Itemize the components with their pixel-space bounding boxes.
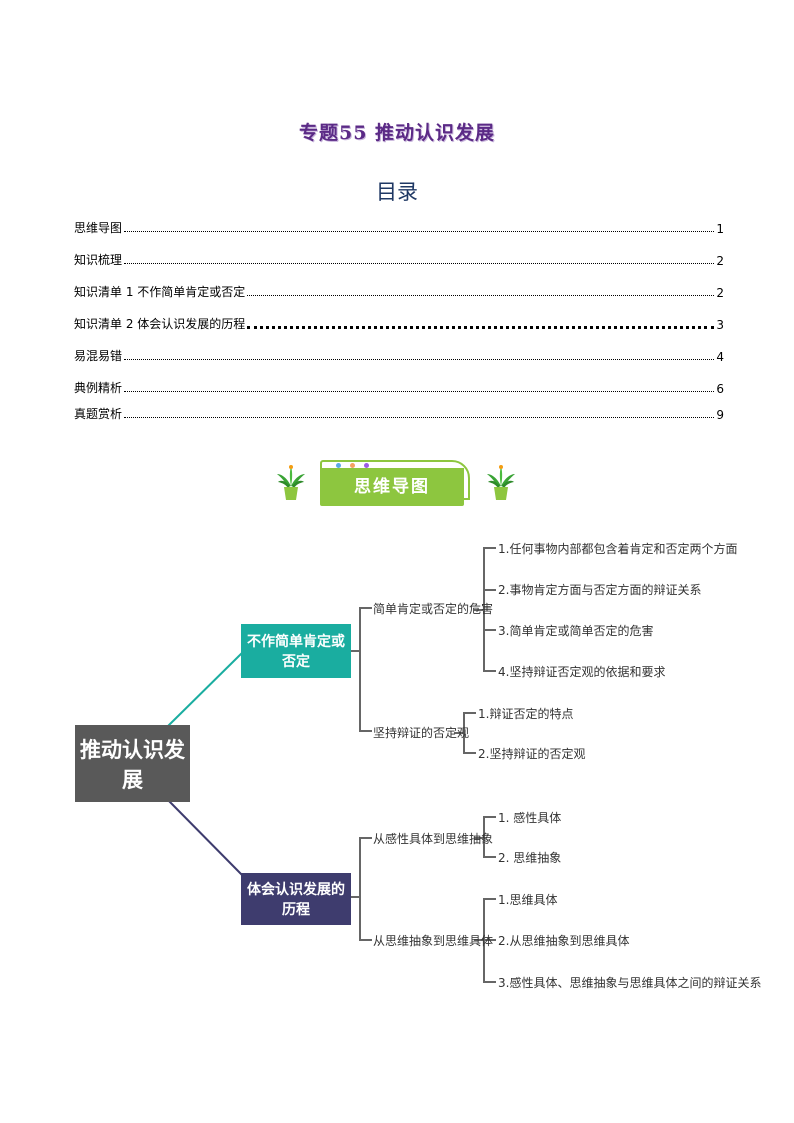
mindmap-branch-node: 不作简单肯定或否定: [241, 624, 351, 678]
root-label: 推动认识发展: [80, 737, 185, 792]
banner-dot: [336, 463, 341, 468]
subtopic-label: 简单肯定或否定的危害: [373, 602, 494, 616]
leaf-label: 2.坚持辩证的否定观: [478, 747, 586, 761]
toc-entry-label: 典例精析: [74, 381, 123, 395]
subtopic-label: 坚持辩证的否定观: [373, 726, 470, 740]
toc-entry[interactable]: 知识清单 1 不作简单肯定或否定 2: [74, 280, 724, 300]
toc-leader-dots: [247, 326, 715, 329]
toc-entry-page: 9: [716, 408, 724, 422]
toc-entry-label: 真题赏析: [74, 407, 123, 421]
subtopic-label: 从感性具体到思维抽象: [373, 832, 494, 846]
toc-leader-dots: [247, 295, 715, 296]
toc-entry-label: 易混易错: [74, 349, 123, 363]
leaf-label: 3.感性具体、思维抽象与思维具体之间的辩证关系: [498, 976, 762, 990]
toc-entry-page: 6: [716, 382, 724, 396]
banner-dot: [350, 463, 355, 468]
toc-entry-page: 2: [716, 286, 724, 300]
branch-label: 体会认识发展的历程: [247, 882, 345, 918]
toc-entry[interactable]: 知识清单 2 体会认识发展的历程 3: [74, 312, 724, 332]
leaf-label: 2. 思维抽象: [498, 851, 562, 865]
leaf-label: 2.从思维抽象到思维具体: [498, 934, 630, 948]
toc-entry-label: 知识清单 2 体会认识发展的历程: [74, 317, 246, 331]
plant-icon: [277, 465, 305, 500]
banner-label: 思维导图: [354, 477, 430, 497]
toc-entry-label: 知识清单 1 不作简单肯定或否定: [74, 285, 246, 299]
leaf-label: 1.辩证否定的特点: [478, 707, 574, 721]
toc-entry-label: 知识梳理: [74, 253, 123, 267]
toc-entry[interactable]: 知识梳理 2: [74, 248, 724, 268]
toc-leader-dots: [124, 417, 715, 418]
toc-entry-page: 1: [716, 222, 724, 236]
banner-bar: [320, 468, 464, 506]
leaf-label: 1.思维具体: [498, 893, 558, 907]
mindmap-root-node: 推动认识发展: [75, 725, 190, 802]
toc-leader-dots: [124, 359, 715, 360]
toc-leader-dots: [124, 391, 715, 392]
toc-entry-page: 4: [716, 350, 724, 364]
toc-entry[interactable]: 易混易错 4: [74, 344, 724, 364]
plant-icon: [487, 465, 515, 500]
leaf-label: 2.事物肯定方面与否定方面的辩证关系: [498, 583, 702, 597]
mindmap-branch-node: 体会认识发展的历程: [241, 873, 351, 925]
leaf-label: 1. 感性具体: [498, 811, 562, 825]
toc-entry[interactable]: 典例精析 6: [74, 376, 724, 396]
subtopic-label: 从思维抽象到思维具体: [373, 934, 494, 948]
document-title: 专题55 推动认识发展: [298, 122, 496, 144]
leaf-label: 1.任何事物内部都包含着肯定和否定两个方面: [498, 542, 738, 556]
toc-entry-page: 2: [716, 254, 724, 268]
toc-entry[interactable]: 思维导图 1: [74, 216, 724, 236]
section-banner: 思维导图: [320, 460, 470, 506]
toc-entry-label: 思维导图: [74, 221, 123, 235]
toc-entry[interactable]: 真题赏析 9: [74, 402, 724, 422]
banner-dot: [364, 463, 369, 468]
leaf-label: 3.简单肯定或简单否定的危害: [498, 624, 654, 638]
toc-leader-dots: [124, 263, 715, 264]
toc-leader-dots: [124, 231, 715, 232]
toc-entry-page: 3: [716, 318, 724, 332]
leaf-label: 4.坚持辩证否定观的依据和要求: [498, 665, 666, 679]
toc-heading: 目录: [376, 180, 418, 204]
branch-label: 不作简单肯定或否定: [247, 634, 345, 670]
